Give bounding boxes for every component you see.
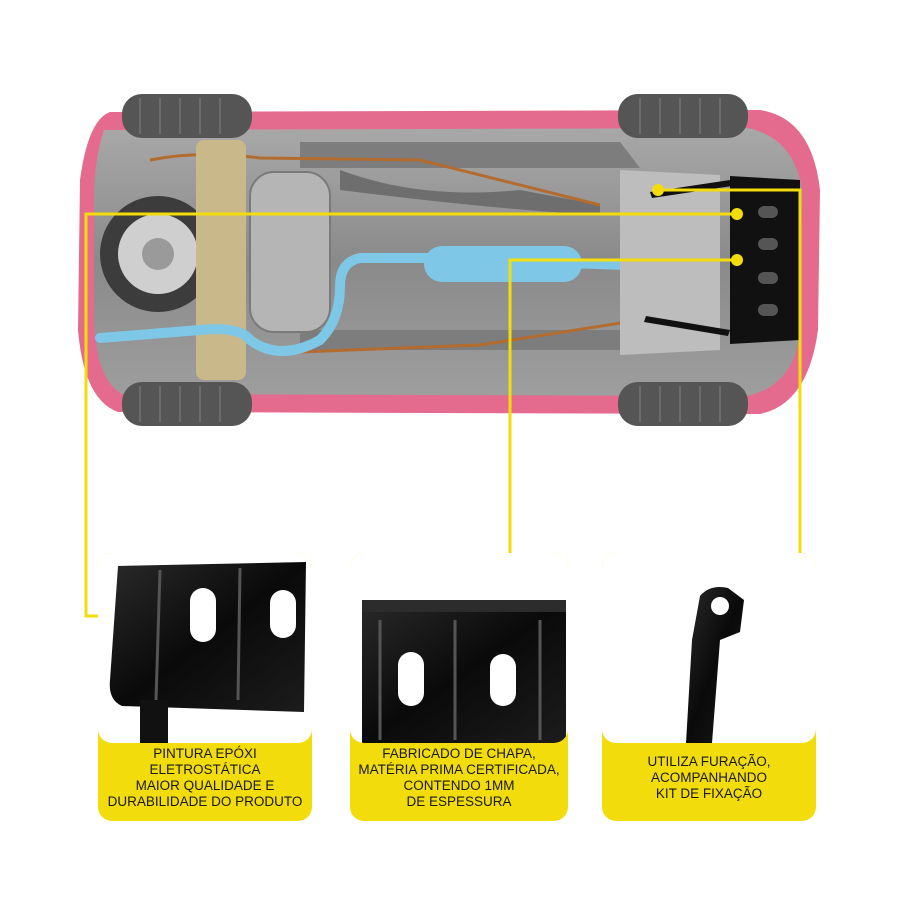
card-caption-material: FABRICADO DE CHAPA, MATÉRIA PRIMA CERTIF… [358,746,560,809]
wheel-rear-right [122,382,252,426]
card-caption-epoxy: PINTURA EPÓXI ELETROSTÁTICA MAIOR QUALID… [107,746,303,809]
exhaust-muffler [424,246,582,282]
callout-lines [84,188,802,618]
wheel-front-left [618,94,748,138]
callout-dot-3 [652,184,664,196]
fuel-tank [249,171,331,333]
callout-dots [652,184,743,266]
callout-dot-2 [731,254,743,266]
feature-card-mounting [602,553,816,821]
feature-card-material [350,553,568,821]
feature-card-epoxy [98,553,312,821]
tunnel-upper [340,170,600,215]
wheel-front-right [618,382,748,426]
exhaust-pipe [95,253,435,356]
card3-mounting-hole [711,597,729,615]
floor-rail-top [300,142,640,168]
engine-bay [620,170,720,355]
callout-line-2 [508,258,737,558]
card2-product-photo [362,600,566,743]
callout-line-1 [84,212,737,618]
car-underbody [78,94,820,426]
card3-bracket-photo [686,587,744,743]
wheel-rear-left [122,94,252,138]
rear-axle-beam [196,140,246,380]
callout-dot-1 [731,208,743,220]
card-caption-mounting: UTILIZA FURAÇÃO, ACOMPANHANDO KIT DE FIX… [647,754,771,801]
brake-line-lower [299,318,641,354]
callout-line-3 [658,188,802,558]
floor-rail-bottom [300,330,640,350]
skid-plate [644,176,800,344]
mounting-bracket-lower [644,316,730,336]
